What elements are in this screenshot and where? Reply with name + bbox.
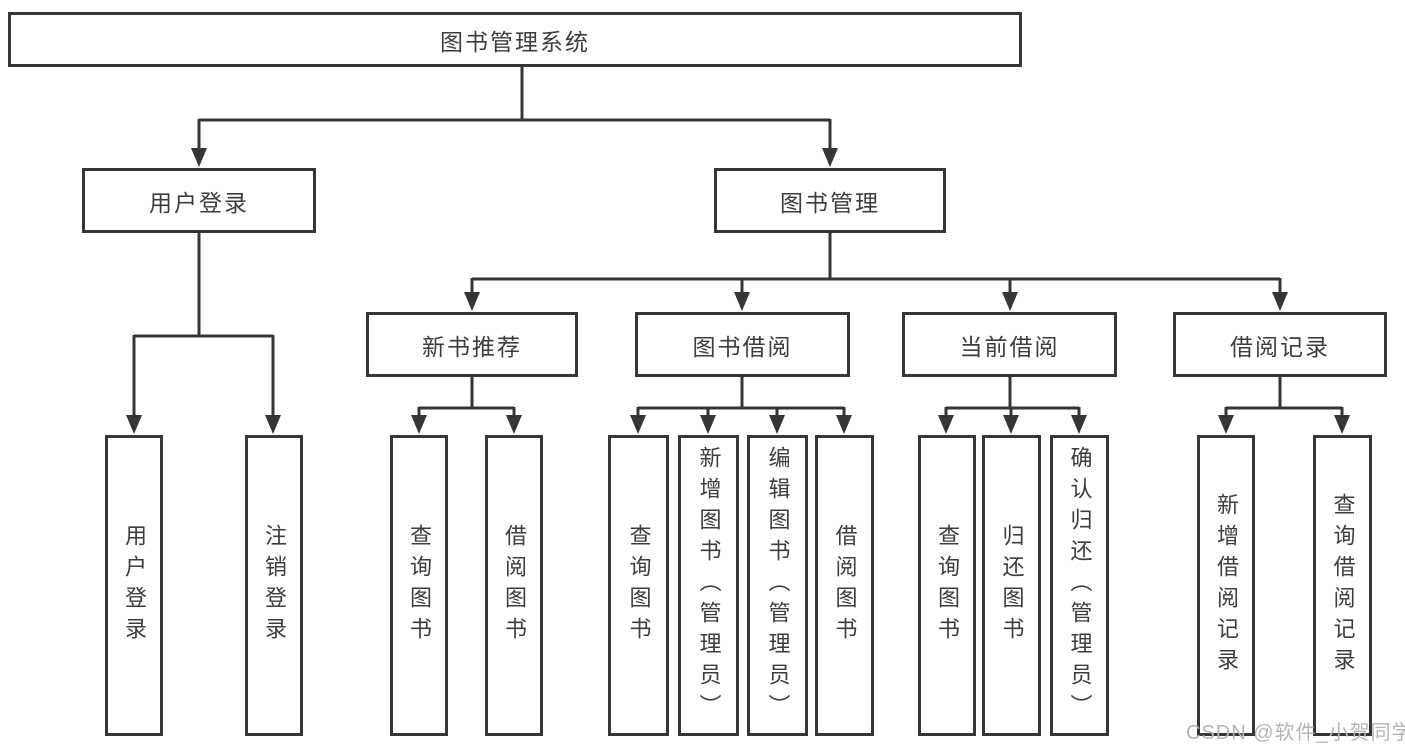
node-book-borrowing: 图书借阅 [635,312,850,377]
node-label: 图书管理 [780,189,880,216]
node-library-management-system: 图书管理系统 [8,12,1022,67]
leaf-label: 用户登录 [122,523,147,648]
leaf-label: 编辑图书（管理员） [765,446,791,725]
node-borrowing-records: 借阅记录 [1173,312,1387,377]
leaf-label: 新增图书（管理员） [696,446,722,725]
node-label: 用户登录 [149,189,249,216]
leaf-label: 查询图书 [626,523,652,648]
leaf-query-books-newbooks: 查询图书 [390,435,448,736]
leaf-label: 查询借阅记录 [1330,492,1356,679]
leaf-label: 归还图书 [999,523,1025,648]
leaf-add-books-admin: 新增图书（管理员） [678,435,739,736]
leaf-edit-books-admin: 编辑图书（管理员） [747,435,808,736]
node-new-book-recommendation: 新书推荐 [366,312,578,377]
leaf-query-borrow-record: 查询借阅记录 [1313,435,1372,736]
leaf-label: 确认归还（管理员） [1067,446,1093,725]
leaf-label: 新增借阅记录 [1214,492,1239,679]
node-label: 图书借阅 [692,333,793,360]
leaf-borrow-books-borrowing: 借阅图书 [815,435,874,736]
leaf-confirm-return-admin: 确认归还（管理员） [1050,435,1109,736]
leaf-user-login: 用户登录 [105,435,163,736]
node-label: 图书管理系统 [440,28,590,55]
leaf-label: 注销登录 [262,523,287,648]
leaf-label: 查询图书 [407,523,432,648]
leaf-logout: 注销登录 [245,435,303,736]
leaf-borrow-books-newbooks: 借阅图书 [485,435,543,736]
node-label: 当前借阅 [959,333,1060,360]
node-user-login: 用户登录 [82,168,316,233]
node-book-management: 图书管理 [714,168,946,233]
leaf-label: 查询图书 [935,523,960,648]
node-label: 借阅记录 [1230,333,1330,360]
leaf-label: 借阅图书 [502,523,527,648]
leaf-query-books-current: 查询图书 [918,435,976,736]
leaf-label: 借阅图书 [832,523,858,648]
node-current-borrowing: 当前借阅 [902,312,1117,377]
csdn-watermark: CSDN @软件_小贺同学 [1186,722,1405,744]
leaf-query-books-borrowing: 查询图书 [608,435,669,736]
leaf-add-borrow-record: 新增借阅记录 [1197,435,1255,736]
leaf-return-books: 归还图书 [982,435,1041,736]
node-label: 新书推荐 [422,333,522,360]
